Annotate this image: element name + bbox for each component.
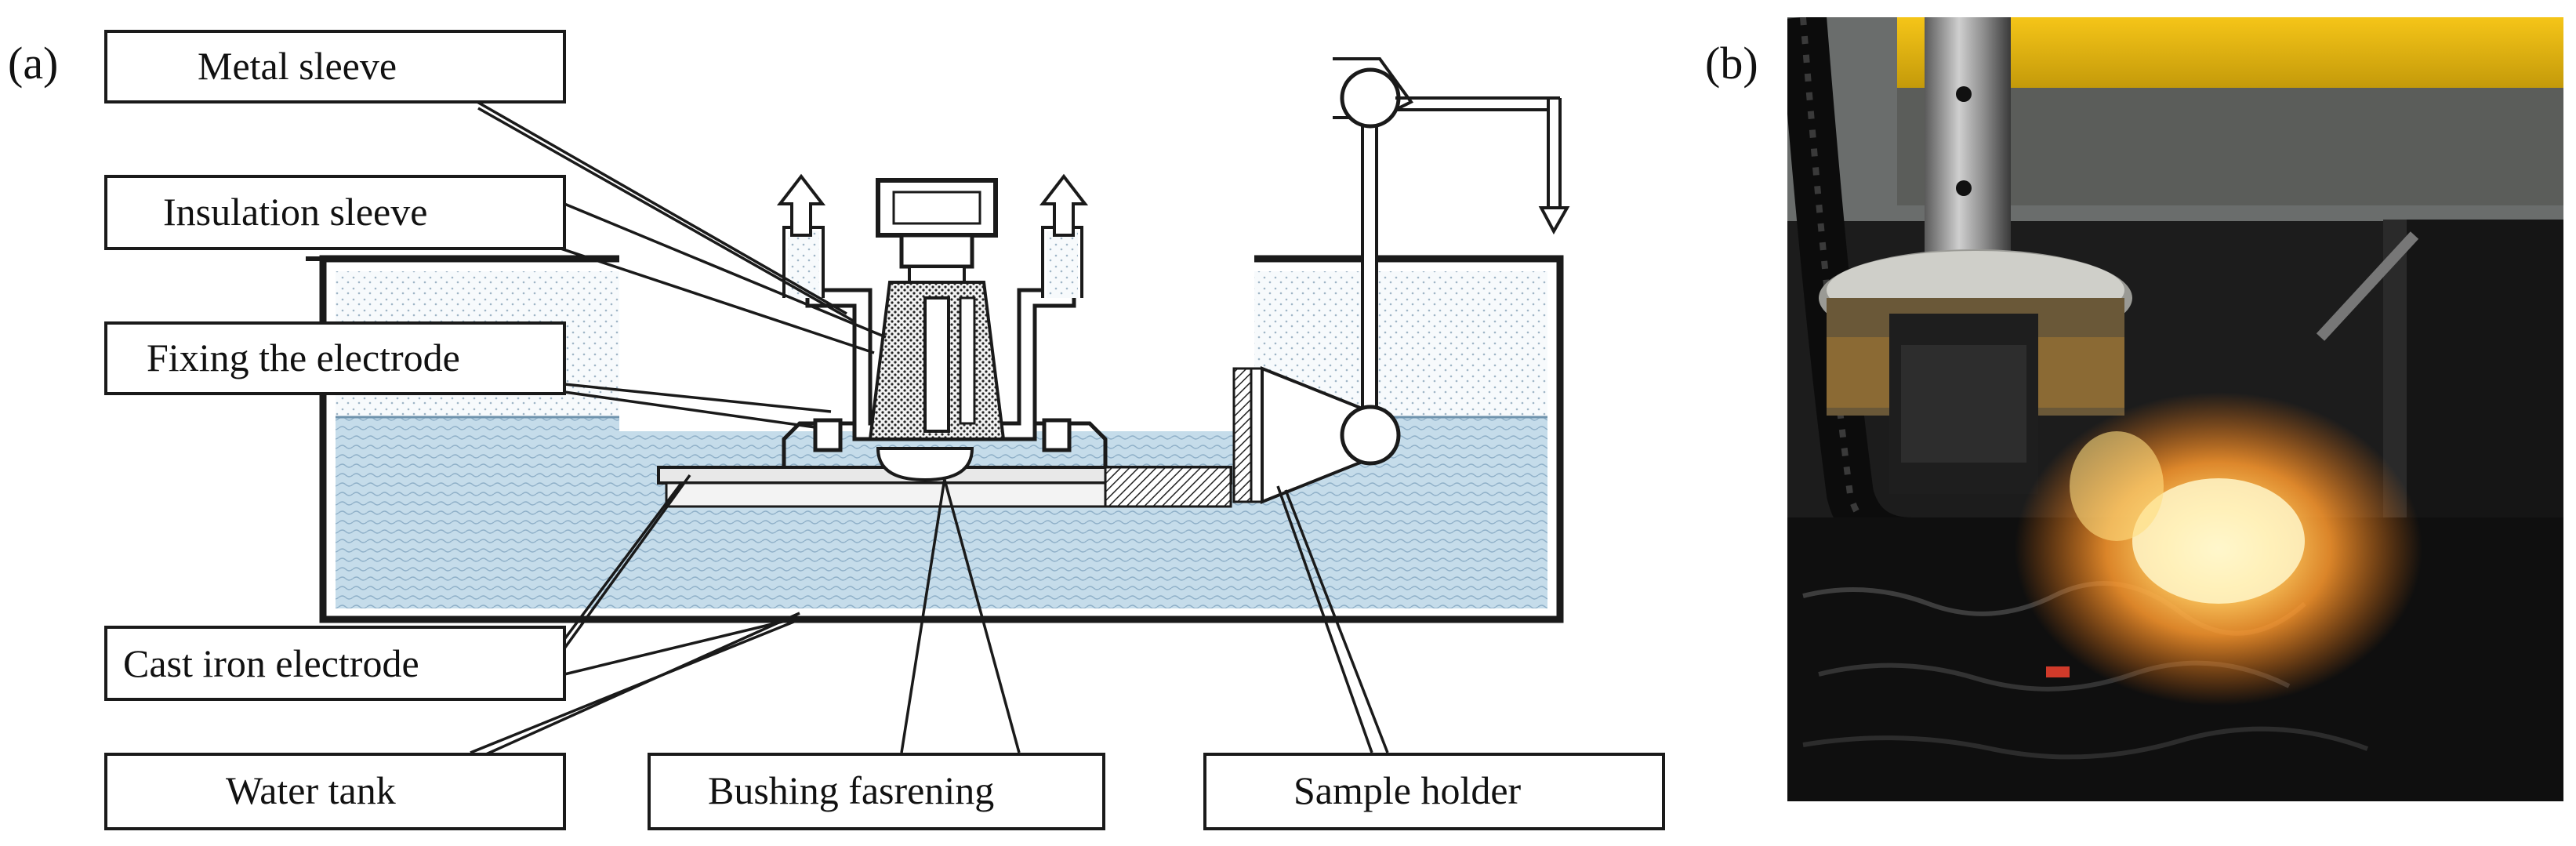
label-fixing-electrode-text: Fixing the electrode — [147, 336, 460, 379]
panel-a: (a) — [8, 30, 1665, 830]
insulation-sleeve — [868, 281, 1006, 441]
label-metal-sleeve-text: Metal sleeve — [198, 44, 397, 88]
label-insulation-sleeve: Insulation sleeve — [104, 175, 566, 250]
metal-sleeve — [805, 178, 1076, 441]
label-sample-holder-text: Sample holder — [1293, 768, 1522, 812]
label-bushing-fastening: Bushing fasrening — [648, 753, 1105, 830]
panel-b-tag: (b) — [1705, 38, 1758, 89]
process-photo — [1787, 17, 2563, 801]
cooling-pipe-right — [1041, 226, 1083, 298]
label-sample-holder: Sample holder — [1203, 753, 1665, 830]
label-insulation-sleeve-text: Insulation sleeve — [163, 190, 427, 234]
label-cast-iron-electrode: Cast iron electrode — [104, 626, 566, 701]
up-arrow-icon — [776, 173, 826, 237]
bushing-fastening — [876, 447, 974, 482]
label-water-tank-text: Water tank — [226, 768, 396, 812]
label-water-tank: Water tank — [104, 753, 566, 830]
sample-holder-assembly — [1232, 57, 1562, 504]
panel-a-tag: (a) — [8, 38, 58, 89]
down-arrow-icon — [1538, 206, 1570, 235]
panel-b: (b) — [1705, 17, 2563, 801]
label-fixing-electrode: Fixing the electrode — [104, 321, 566, 395]
label-metal-sleeve: Metal sleeve — [104, 30, 566, 103]
cooling-pipe-left — [782, 226, 825, 298]
up-arrow-icon — [1039, 173, 1089, 237]
label-cast-iron-electrode-text: Cast iron electrode — [123, 641, 419, 685]
label-bushing-fastening-text: Bushing fasrening — [708, 768, 994, 812]
